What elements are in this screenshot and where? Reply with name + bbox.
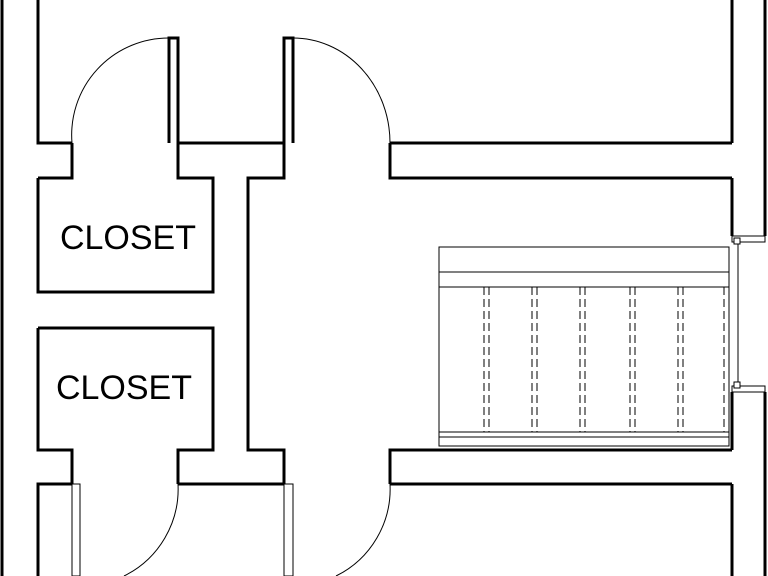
wall-bottom-left [36,482,72,576]
door-swing-top-left [71,37,170,144]
window-right [731,235,766,393]
doors [71,37,391,576]
staircase [438,246,730,447]
window-sill-top [731,235,766,243]
window-post-top [733,237,741,245]
room-label-closet-lower: CLOSET [56,369,192,407]
wall-lower-right-return [388,448,732,484]
stair-treads [483,287,725,432]
closet-upper-outline [36,143,215,294]
wall-top-center [178,36,295,145]
door-swing-bottom-left [123,483,179,576]
door-leaf-bottom-right [283,483,294,576]
window-sill-bottom [731,385,766,393]
corridor-center-wall [246,143,286,484]
closet-lower-outline [38,326,215,484]
door-swing-bottom-right [335,483,391,576]
wall-top-left-room [36,0,72,145]
wall-upper-right-return [388,143,732,180]
door-swing-top-right [292,37,391,144]
stair-outline [438,246,730,447]
closet-lower-left [36,328,74,484]
window-post-bottom [733,381,741,389]
room-label-closet-upper: CLOSET [60,219,196,257]
door-leaf-bottom-left [71,483,81,576]
door-jamb-top-left [167,36,180,143]
wall-upper-left-return [38,143,74,180]
